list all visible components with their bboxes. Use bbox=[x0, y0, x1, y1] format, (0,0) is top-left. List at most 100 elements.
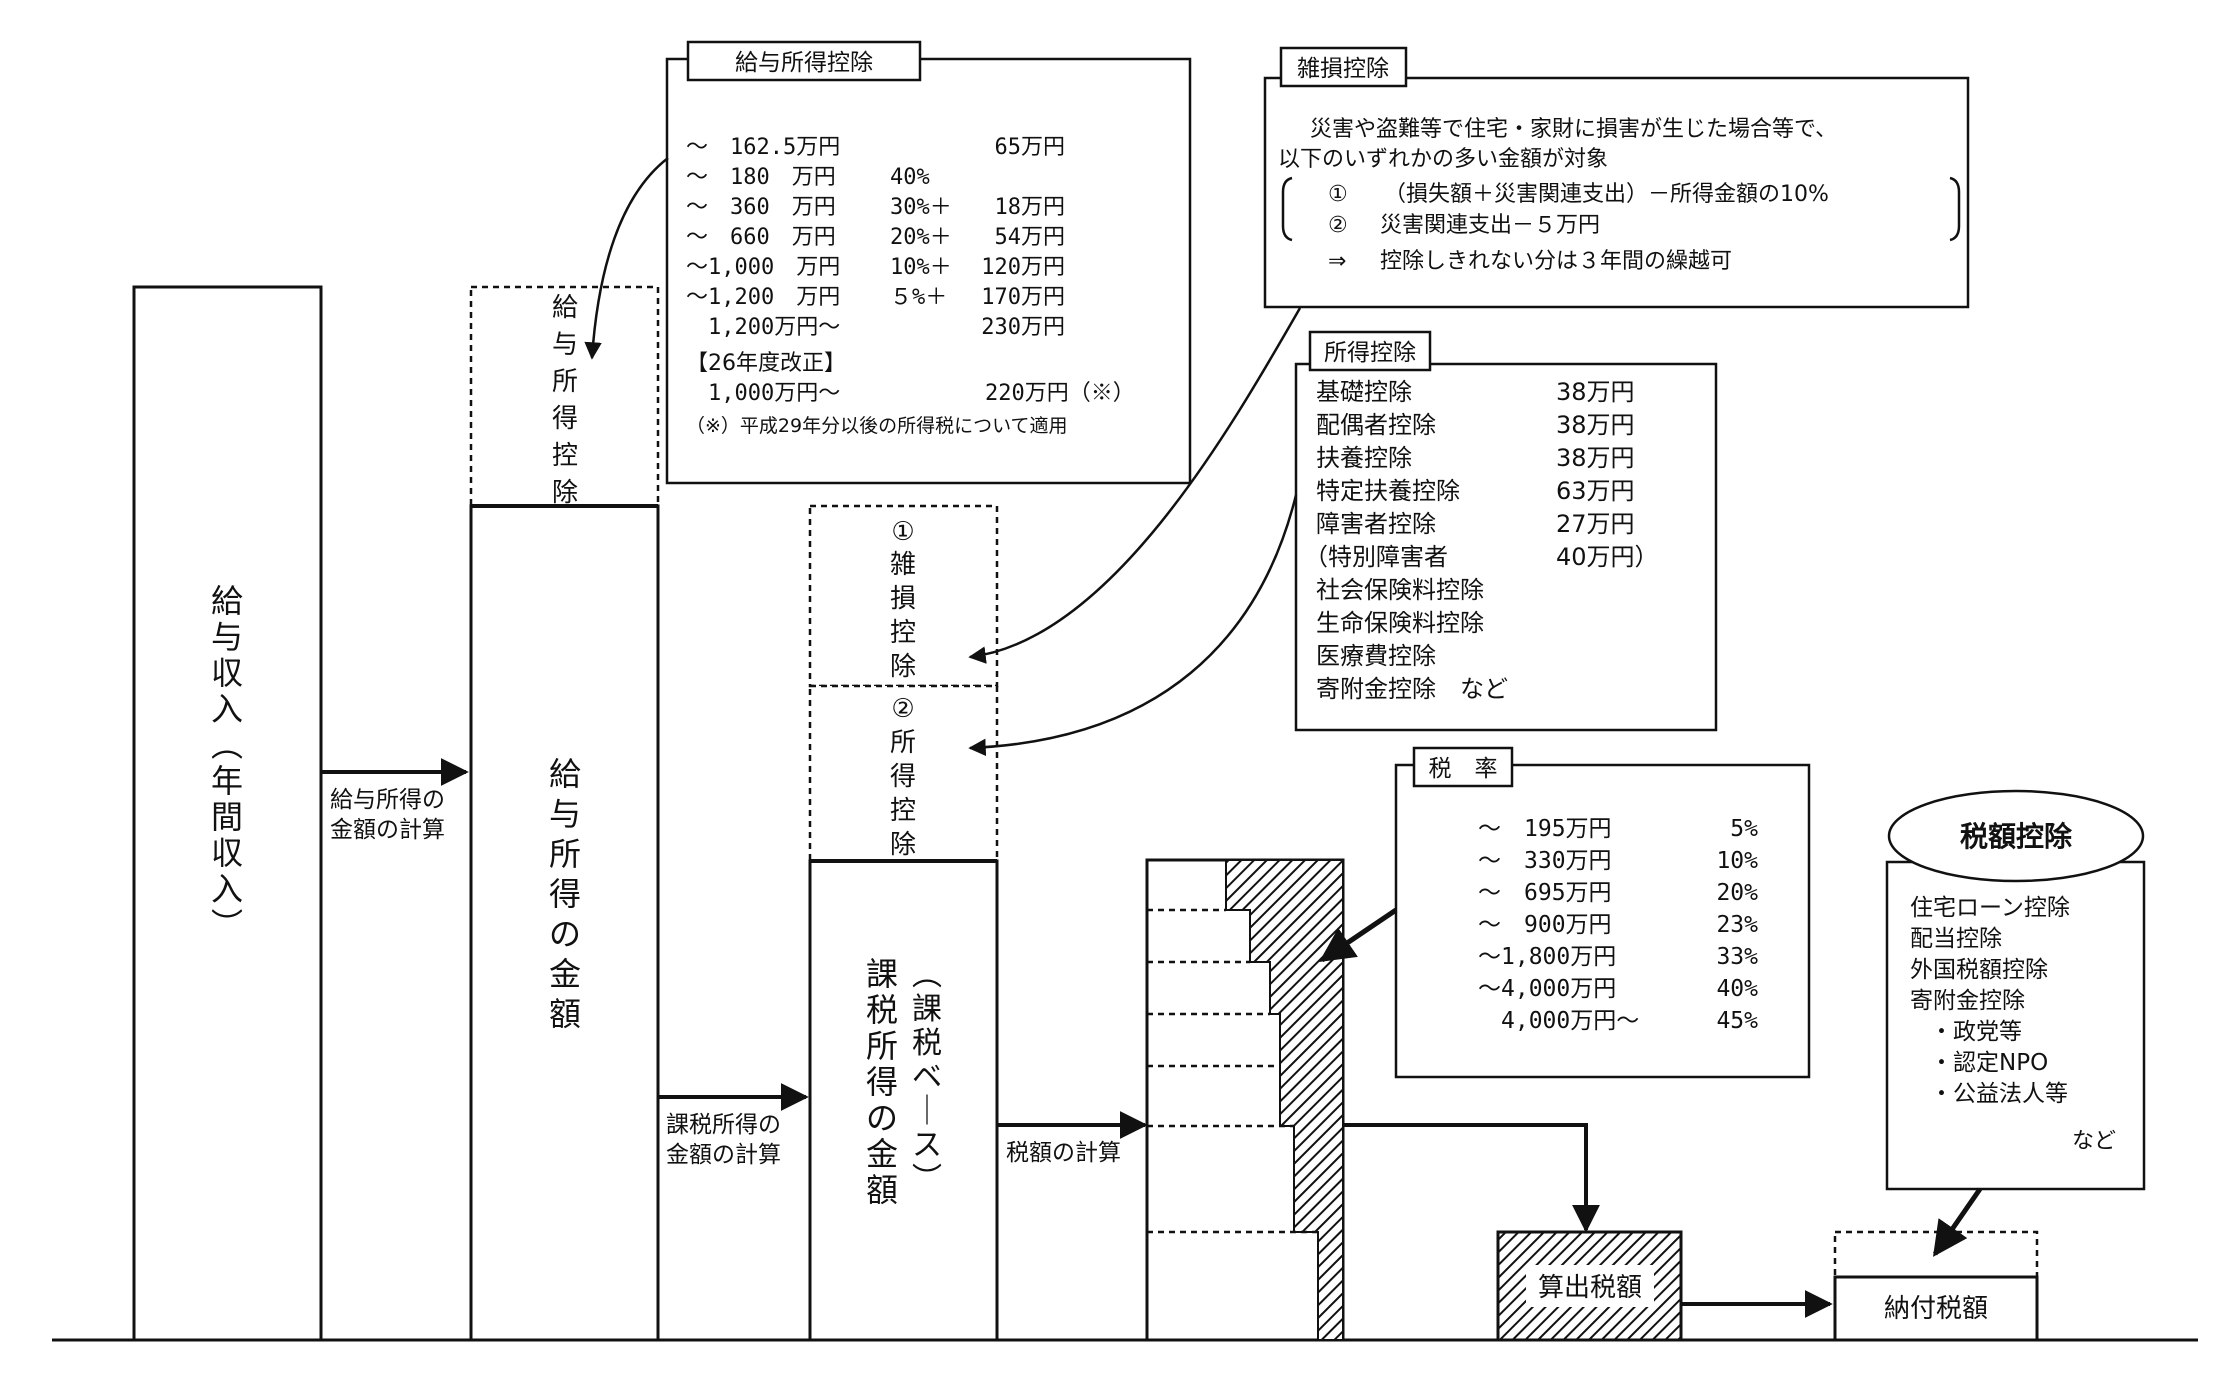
idb-row-name: 特定扶養控除 bbox=[1316, 477, 1460, 505]
edb-row-amount: 18万円 bbox=[995, 195, 1066, 220]
trb-row-rate: 45% bbox=[1716, 1008, 1758, 1034]
income-deduction-block bbox=[808, 684, 999, 863]
edb-note: （※）平成29年分以後の所得税について適用 bbox=[686, 415, 1068, 437]
edb-row-range: ～ 180 万円 bbox=[686, 165, 836, 190]
casualty-to-block-arrow bbox=[968, 307, 1302, 664]
trb-row-range: 4,000万円～ bbox=[1478, 1008, 1639, 1034]
casualty-deduction-box: 雑損控除 災害や盗難等で住宅・家財に損害が生じた場合等で、 以下のいずれかの多い… bbox=[1263, 46, 1970, 309]
idb-row-name: 寄附金控除 など bbox=[1316, 675, 1508, 703]
idb-row-name: 配偶者控除 bbox=[1316, 411, 1436, 439]
trb-row-rate: 5% bbox=[1730, 816, 1758, 842]
trb-row-rate: 33% bbox=[1716, 944, 1758, 970]
edb-row-rate: 40% bbox=[890, 165, 930, 190]
edb-revision-range: 1,000万円～ bbox=[686, 381, 840, 406]
tax-credit-item: 配当控除 bbox=[1910, 926, 2002, 952]
tax-credit-item: 寄附金控除 bbox=[1910, 988, 2025, 1014]
income-deduction-label: 所得控除 bbox=[890, 728, 916, 860]
casualty-item2: 災害関連支出－５万円 bbox=[1380, 213, 1600, 238]
edb-row-range: ～1,200 万円 bbox=[686, 285, 840, 310]
trb-row-range: ～ 330万円 bbox=[1478, 848, 1612, 874]
tax-credit-item: ・認定NPO bbox=[1930, 1050, 2048, 1076]
tax-credit-item: ・政党等 bbox=[1930, 1019, 2022, 1045]
casualty-carry-mark: ⇒ bbox=[1328, 249, 1346, 274]
income-deduction-box-title: 所得控除 bbox=[1324, 340, 1416, 366]
employment-deduction-box: 給与所得控除 ～ 162.5万円 65万円 ～ 180 万円 40% ～ 360 万円 3… bbox=[665, 40, 1192, 485]
edb-row-amount: 170万円 bbox=[981, 285, 1065, 310]
employment-income-bar bbox=[469, 504, 660, 1342]
trb-row-range: ～ 195万円 bbox=[1478, 816, 1612, 842]
employment-income-label: 給与所得の金額 bbox=[549, 755, 581, 1033]
edb-revision-amount: 220万円（※） bbox=[985, 381, 1135, 406]
taxable-calc-label-2: 金額の計算 bbox=[666, 1142, 781, 1168]
tax-credit-pointer bbox=[1932, 1187, 1983, 1257]
casualty-line1: 災害や盗難等で住宅・家財に損害が生じた場合等で、 bbox=[1310, 117, 1837, 142]
casualty-deduction-block bbox=[808, 504, 999, 688]
salary-income-label: 給与収入︵年間収入︶ bbox=[211, 582, 243, 944]
computed-tax-label: 算出税額 bbox=[1538, 1273, 1642, 1303]
taxable-income-label: 課税所得の金額 bbox=[866, 955, 898, 1209]
casualty-item2-num: ② bbox=[1328, 213, 1348, 238]
idb-row-name: 社会保険料控除 bbox=[1316, 576, 1484, 604]
idb-row-name: 扶養控除 bbox=[1316, 444, 1412, 472]
edb-row-rate: 20%＋ bbox=[890, 225, 952, 250]
edb-revision-title: 【26年度改正】 bbox=[686, 351, 846, 376]
casualty-line2: 以下のいずれかの多い金額が対象 bbox=[1278, 147, 1608, 172]
tax-calc-label: 税額の計算 bbox=[1006, 1140, 1121, 1166]
tax-credit-item: 外国税額控除 bbox=[1910, 957, 2048, 983]
idb-row-amount: 63万円 bbox=[1556, 477, 1635, 505]
edb-row-range: ～ 162.5万円 bbox=[686, 135, 840, 160]
payable-tax-block bbox=[1833, 1275, 2039, 1342]
idb-row-name: 基礎控除 bbox=[1316, 378, 1412, 406]
employment-deduction-box-title: 給与所得控除 bbox=[735, 50, 873, 76]
casualty-deduction-label: 雑損控除 bbox=[890, 550, 916, 682]
idb-row-amount: 27万円 bbox=[1556, 510, 1635, 538]
edb-row-rate: 30%＋ bbox=[890, 195, 952, 220]
idb-row-amount: 38万円 bbox=[1556, 411, 1635, 439]
edb-row-range: ～1,000 万円 bbox=[686, 255, 840, 280]
tax-credit-item: ・公益法人等 bbox=[1930, 1081, 2068, 1107]
tax-credit-etc: など bbox=[2072, 1129, 2116, 1154]
edb-row-amount: 65万円 bbox=[995, 135, 1066, 160]
edb-to-block-arrow bbox=[584, 157, 669, 360]
tax-rate-box: 税 率 ～ 195万円 5% ～ 330万円 10% ～ 695万円 20% ～ 900万円… bbox=[1394, 746, 1811, 1079]
taxable-calc-label-1: 課税所得の bbox=[666, 1112, 781, 1138]
trb-row-range: ～ 900万円 bbox=[1478, 912, 1612, 938]
idb-row-amount: 40万円） bbox=[1556, 543, 1659, 571]
casualty-item1: （損失額＋災害関連支出）－所得金額の10% bbox=[1384, 182, 1829, 207]
casualty-carry: 控除しきれない分は３年間の繰越可 bbox=[1380, 249, 1732, 274]
casualty-item1-num: ① bbox=[1328, 182, 1348, 207]
tax-credit-item: 住宅ローン控除 bbox=[1910, 895, 2070, 921]
edb-row-rate: ５%＋ bbox=[890, 285, 947, 310]
trb-row-rate: 40% bbox=[1716, 976, 1758, 1002]
casualty-deduction-num: ① bbox=[891, 517, 914, 547]
idb-row-name: 医療費控除 bbox=[1316, 642, 1436, 670]
trb-row-range: ～1,800万円 bbox=[1478, 944, 1616, 970]
tax-credit-title: 税額控除 bbox=[1960, 820, 2073, 853]
tax-bracket-lines bbox=[1147, 908, 1318, 1234]
edb-row-amount: 230万円 bbox=[981, 315, 1065, 340]
edb-row-rate: 10%＋ bbox=[890, 255, 952, 280]
trb-row-range: ～ 695万円 bbox=[1478, 880, 1612, 906]
edb-row-range: ～ 360 万円 bbox=[686, 195, 836, 220]
salary-income-bar bbox=[132, 285, 323, 1342]
taxable-base-label: ︵課税ベ｜ス︶ bbox=[912, 958, 942, 1197]
edb-row-amount: 54万円 bbox=[995, 225, 1066, 250]
edb-row-range: ～ 660 万円 bbox=[686, 225, 836, 250]
trb-row-rate: 20% bbox=[1716, 880, 1758, 906]
trb-row-range: ～4,000万円 bbox=[1478, 976, 1616, 1002]
income-deduction-to-block-arrow bbox=[968, 494, 1298, 757]
computed-tax-connector bbox=[1343, 1123, 1600, 1233]
edb-row-amount: 120万円 bbox=[981, 255, 1065, 280]
income-deduction-num: ② bbox=[891, 694, 914, 724]
trb-row-rate: 10% bbox=[1716, 848, 1758, 874]
trb-row-rate: 23% bbox=[1716, 912, 1758, 938]
tax-rate-box-title: 税 率 bbox=[1429, 756, 1498, 782]
edb-row-range: 1,200万円～ bbox=[686, 315, 840, 340]
idb-row-amount: 38万円 bbox=[1556, 378, 1635, 406]
employment-calc-label-1: 給与所得の bbox=[330, 787, 445, 813]
payable-tax-label: 納付税額 bbox=[1884, 1294, 1988, 1324]
employment-deduction-label: 給与所得控除 bbox=[552, 293, 578, 508]
idb-row-name: 障害者控除 bbox=[1316, 510, 1436, 538]
